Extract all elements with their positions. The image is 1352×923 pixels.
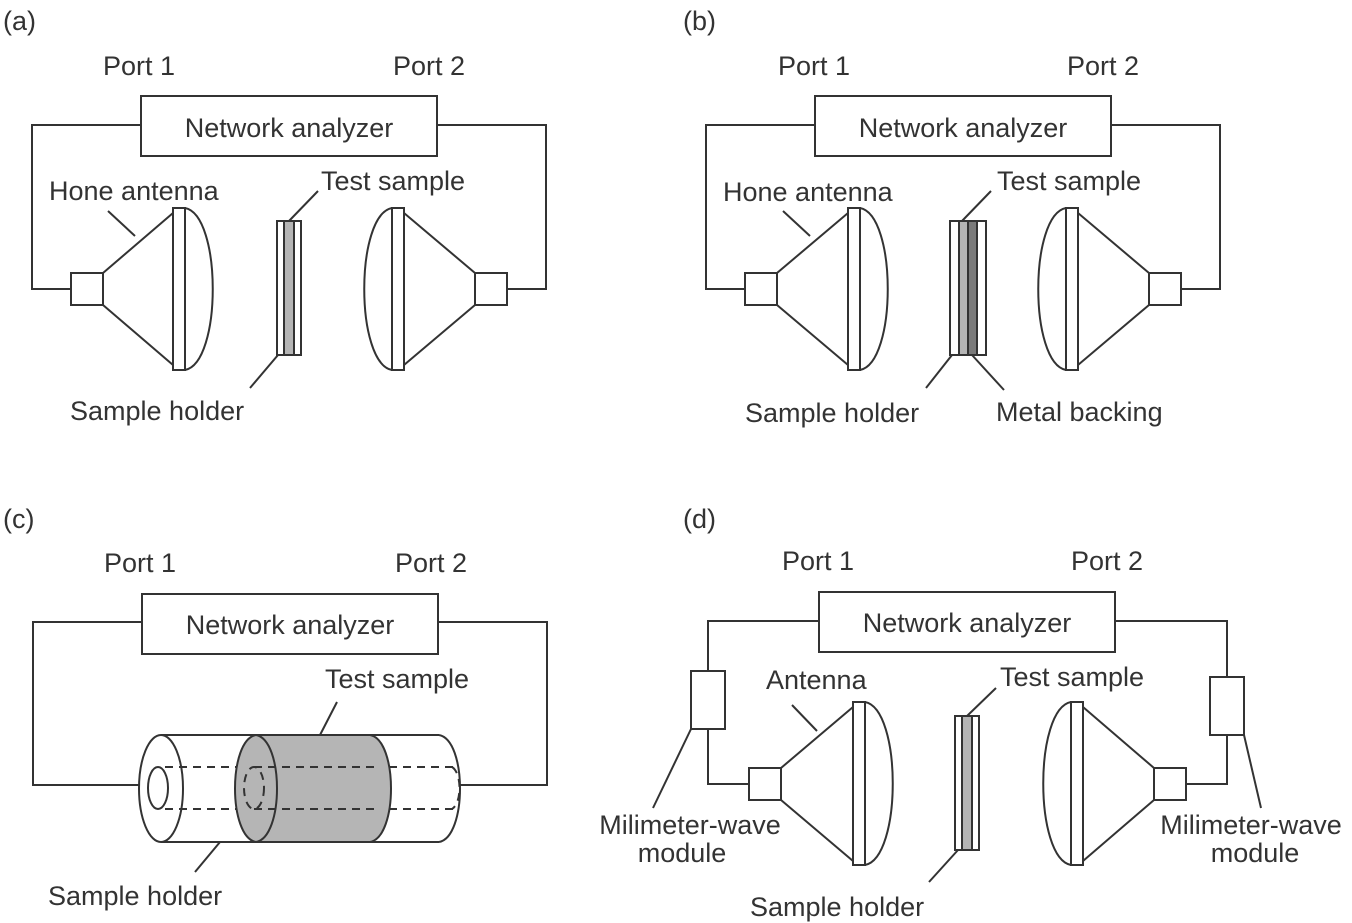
panel-d-port1-cable-upper xyxy=(707,620,819,671)
panel-a: (a) Port 1 Port 2 Network analyzer xyxy=(3,6,547,426)
panel-c-port1-label: Port 1 xyxy=(104,548,176,578)
panel-b-port2-label: Port 2 xyxy=(1067,51,1139,81)
panel-b-metal-backing xyxy=(967,220,978,356)
panel-b-antenna-leader xyxy=(782,210,811,237)
panel-a-sample-label: Test sample xyxy=(321,166,465,196)
panel-a-left-horn-antenna xyxy=(70,207,214,371)
panel-d-port2-cable-lower xyxy=(1186,735,1228,785)
panel-d-right-module-leader xyxy=(1243,734,1262,809)
panel-b-network-analyzer-box xyxy=(814,95,1112,157)
panel-d-right-horn-antenna xyxy=(1042,701,1187,866)
panel-d-holder-label: Sample holder xyxy=(750,892,924,922)
panel-c: (c) Port 1 Port 2 Network analyzer Tes xyxy=(3,504,548,911)
panel-b: (b) Port 1 Port 2 Network analyzer Hone … xyxy=(683,6,1221,428)
panel-c-port2-cable xyxy=(438,621,548,786)
panel-a-antenna-leader xyxy=(107,210,136,237)
panel-b-port1-label: Port 1 xyxy=(778,51,850,81)
panel-c-network-analyzer-box xyxy=(141,593,439,655)
panel-b-left-horn-antenna xyxy=(744,207,889,371)
panel-b-sample-label: Test sample xyxy=(997,166,1141,196)
panel-b-sample-leader xyxy=(961,190,992,222)
panel-d-left-module-leader xyxy=(652,728,692,809)
panel-d: (d) Port 1 Port 2 Network analyzer xyxy=(599,504,1342,922)
panel-c-test-sample xyxy=(234,734,392,843)
panel-a-network-analyzer-label: Network analyzer xyxy=(185,113,394,143)
panel-b-metal-leader xyxy=(971,354,1005,391)
panel-a-port2-label: Port 2 xyxy=(393,51,465,81)
panel-b-antenna-label: Hone antenna xyxy=(723,177,894,207)
panel-d-sample-holder xyxy=(954,715,980,851)
panel-a-antenna-label: Hone antenna xyxy=(49,176,220,206)
panel-b-tag: (b) xyxy=(683,6,716,36)
panel-a-port1-cable xyxy=(31,124,141,290)
panel-d-right-module-label-line2: module xyxy=(1211,838,1300,868)
panel-c-sample-leader xyxy=(319,701,338,736)
panel-d-tag: (d) xyxy=(683,504,716,534)
panel-b-metal-label: Metal backing xyxy=(996,397,1163,427)
panel-a-sample-leader xyxy=(288,190,319,222)
panel-b-port1-cable xyxy=(705,124,815,290)
panel-c-port2-label: Port 2 xyxy=(395,548,467,578)
panel-a-holder-label: Sample holder xyxy=(70,396,244,426)
panel-d-right-mmwave-module xyxy=(1209,676,1245,736)
panel-d-sample-leader xyxy=(966,687,997,717)
panel-b-holder-label: Sample holder xyxy=(745,398,919,428)
panel-d-port2-cable-upper xyxy=(1115,620,1228,677)
panel-a-right-horn-antenna xyxy=(363,207,508,371)
panel-d-port1-cable-lower xyxy=(707,729,749,785)
panel-d-antenna-label: Antenna xyxy=(766,665,868,695)
panel-c-sample-label: Test sample xyxy=(325,664,469,694)
panel-a-holder-leader xyxy=(249,354,279,389)
panel-d-test-sample xyxy=(961,715,973,851)
panel-d-network-analyzer-box xyxy=(818,591,1116,653)
panel-d-sample-label: Test sample xyxy=(1000,662,1144,692)
panel-a-network-analyzer-box xyxy=(140,95,438,157)
panel-d-port2-label: Port 2 xyxy=(1071,546,1143,576)
panel-d-port1-label: Port 1 xyxy=(782,546,854,576)
panel-d-holder-leader xyxy=(928,849,959,883)
panel-b-port2-cable xyxy=(1111,124,1221,290)
panel-d-network-analyzer-label: Network analyzer xyxy=(863,608,1072,638)
panel-d-left-module-label-line1: Milimeter-wave xyxy=(599,810,781,840)
panel-a-tag: (a) xyxy=(3,6,36,36)
panel-c-network-analyzer-label: Network analyzer xyxy=(186,610,395,640)
panel-b-network-analyzer-label: Network analyzer xyxy=(859,113,1068,143)
panel-d-left-module-label-line2: module xyxy=(638,838,727,868)
panel-b-right-horn-antenna xyxy=(1037,207,1182,371)
panel-b-holder-leader xyxy=(925,354,953,389)
panel-c-holder-leader xyxy=(194,841,221,873)
panel-a-port1-label: Port 1 xyxy=(103,51,175,81)
panel-a-port2-cable xyxy=(437,124,547,290)
panel-d-antenna-leader xyxy=(791,704,818,732)
panel-a-sample-holder xyxy=(276,220,302,356)
panel-d-left-mmwave-module xyxy=(690,670,726,730)
panel-b-sample-holder xyxy=(949,220,987,356)
panel-c-port1-cable xyxy=(32,621,142,786)
panel-c-tag: (c) xyxy=(3,504,34,534)
panel-c-holder-label: Sample holder xyxy=(48,881,222,911)
panel-d-left-horn-antenna xyxy=(748,701,894,866)
panel-d-right-module-label-line1: Milimeter-wave xyxy=(1160,810,1342,840)
